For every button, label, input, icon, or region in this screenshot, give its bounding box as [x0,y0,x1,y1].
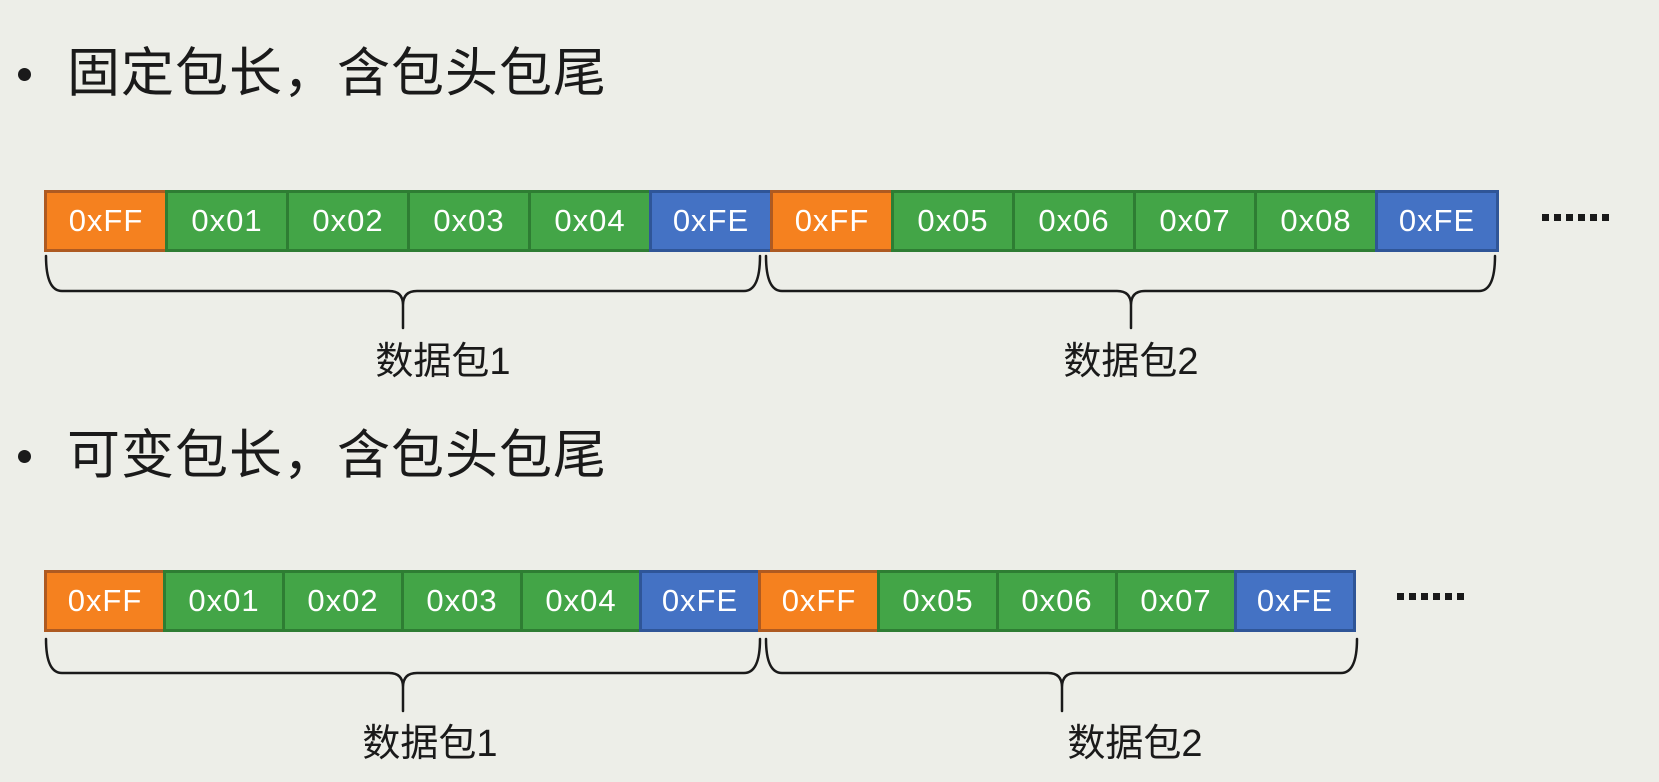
bullet-dot [18,67,31,81]
byte-cell-label: 0xFF [68,203,144,238]
byte-cell-label: 0xFE [1256,583,1334,618]
ellipsis-dot [1409,593,1416,600]
byte-cell-header: 0xFF [44,190,168,252]
byte-cell-data: 0x03 [401,570,523,632]
byte-cell-label: 0xFE [661,583,739,618]
byte-cell-label: 0xFE [672,203,750,238]
byte-cell-data: 0x04 [528,190,652,252]
byte-row-fixed: 0xFF 0x01 0x02 0x03 0x04 0xFE 0xFF 0x05 0x06 0x07… [44,190,1499,252]
ellipsis-dot [1445,593,1452,600]
byte-cell-label: 0x05 [917,203,989,238]
byte-cell-data: 0x07 [1133,190,1257,252]
packet-label: 数据包2 [1067,723,1203,765]
byte-cell-header: 0xFF [770,190,894,252]
byte-cell-label: 0x06 [1021,583,1093,618]
byte-cell-label: 0xFF [67,583,143,618]
bullet-item-fixed-length: 固定包长，含包头包尾 [18,44,607,105]
byte-cell-label: 0x05 [902,583,974,618]
underbrace-icon [764,254,1497,330]
packet-label: 数据包1 [375,341,511,383]
ellipsis-dot [1397,593,1404,600]
byte-cell-tail: 0xFE [1375,190,1499,252]
underbrace-icon [764,637,1359,713]
byte-cell-label: 0xFF [781,583,857,618]
packet-label: 数据包2 [1063,341,1199,383]
byte-cell-label: 0x08 [1280,203,1352,238]
ellipsis-dot [1421,593,1428,600]
byte-cell-data: 0x03 [407,190,531,252]
byte-cell-data: 0x07 [1115,570,1237,632]
ellipsis-dot [1602,214,1609,221]
underbrace-icon [44,254,762,330]
byte-cell-header: 0xFF [44,570,166,632]
byte-cell-data: 0x06 [996,570,1118,632]
byte-cell-data: 0x01 [165,190,289,252]
section-title: 可变包长，含包头包尾 [67,426,607,485]
ellipsis [1397,593,1464,600]
byte-cell-data: 0x06 [1012,190,1136,252]
ellipsis-dot [1542,214,1549,221]
byte-cell-data: 0x08 [1254,190,1378,252]
ellipsis-dot [1433,593,1440,600]
byte-cell-data: 0x04 [520,570,642,632]
underbrace-icon [44,637,762,713]
ellipsis-dot [1578,214,1585,221]
ellipsis [1542,214,1609,221]
byte-cell-label: 0x02 [307,583,379,618]
byte-cell-label: 0xFF [794,203,870,238]
byte-cell-label: 0x02 [312,203,384,238]
byte-cell-header: 0xFF [758,570,880,632]
byte-cell-tail: 0xFE [639,570,761,632]
byte-cell-label: 0x04 [554,203,626,238]
byte-cell-label: 0x01 [191,203,263,238]
byte-cell-data: 0x05 [891,190,1015,252]
byte-cell-data: 0x05 [877,570,999,632]
byte-cell-label: 0x03 [426,583,498,618]
byte-cell-label: 0x07 [1159,203,1231,238]
ellipsis-dot [1554,214,1561,221]
byte-cell-data: 0x01 [163,570,285,632]
bullet-dot [18,449,31,463]
ellipsis-dot [1457,593,1464,600]
byte-cell-data: 0x02 [282,570,404,632]
bullet-item-variable-length: 可变包长，含包头包尾 [18,426,607,487]
byte-cell-label: 0x04 [545,583,617,618]
byte-cell-tail: 0xFE [649,190,773,252]
byte-cell-label: 0xFE [1398,203,1476,238]
byte-cell-label: 0x06 [1038,203,1110,238]
byte-cell-data: 0x02 [286,190,410,252]
byte-cell-tail: 0xFE [1234,570,1356,632]
byte-cell-label: 0x07 [1140,583,1212,618]
ellipsis-dot [1590,214,1597,221]
byte-cell-label: 0x01 [188,583,260,618]
ellipsis-dot [1566,214,1573,221]
byte-row-variable: 0xFF 0x01 0x02 0x03 0x04 0xFE 0xFF 0x05 0x06 0x07… [44,570,1356,632]
section-title: 固定包长，含包头包尾 [67,44,607,103]
packet-label: 数据包1 [362,723,498,765]
byte-cell-label: 0x03 [433,203,505,238]
